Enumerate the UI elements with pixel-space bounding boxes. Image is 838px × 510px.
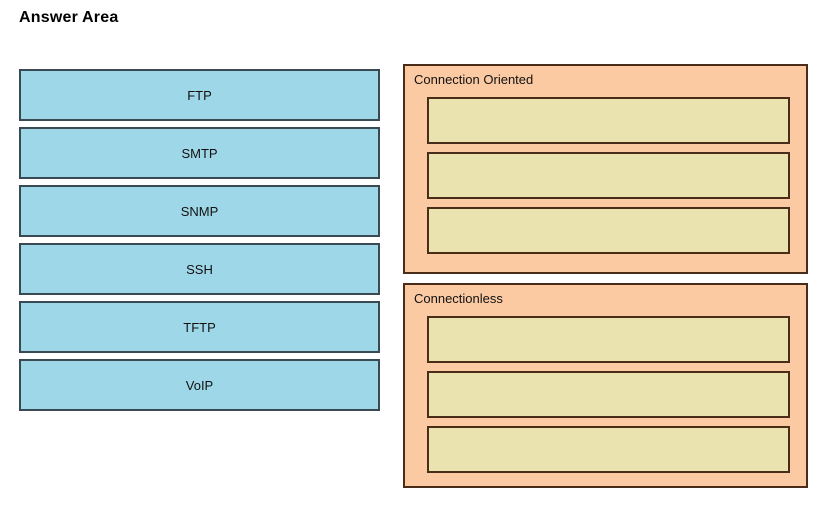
drag-item-snmp[interactable]: SNMP [19, 185, 380, 237]
drag-item-label: FTP [187, 87, 212, 103]
drag-item-label: SMTP [181, 145, 218, 161]
drop-slot-stack [427, 97, 790, 254]
drop-slot[interactable] [427, 316, 790, 363]
panel-title: Connectionless [414, 291, 503, 306]
drag-item-voip[interactable]: VoIP [19, 359, 380, 411]
drop-slot[interactable] [427, 426, 790, 473]
drag-item-smtp[interactable]: SMTP [19, 127, 380, 179]
drag-item-tftp[interactable]: TFTP [19, 301, 380, 353]
drop-slot[interactable] [427, 207, 790, 254]
source-token-list: FTP SMTP SNMP SSH TFTP VoIP [19, 69, 380, 411]
drop-slot-stack [427, 316, 790, 473]
drag-item-ftp[interactable]: FTP [19, 69, 380, 121]
drop-panel-connection-oriented[interactable]: Connection Oriented [403, 64, 808, 274]
drag-item-ssh[interactable]: SSH [19, 243, 380, 295]
panel-title: Connection Oriented [414, 72, 534, 87]
drag-item-label: SSH [186, 261, 213, 277]
drop-panel-connectionless[interactable]: Connectionless [403, 283, 808, 488]
drop-slot[interactable] [427, 97, 790, 144]
drop-slot[interactable] [427, 371, 790, 418]
drag-item-label: TFTP [183, 319, 216, 335]
page-title: Answer Area [19, 9, 119, 26]
drag-item-label: SNMP [180, 203, 219, 219]
drop-slot[interactable] [427, 152, 790, 199]
drag-item-label: VoIP [185, 377, 214, 393]
